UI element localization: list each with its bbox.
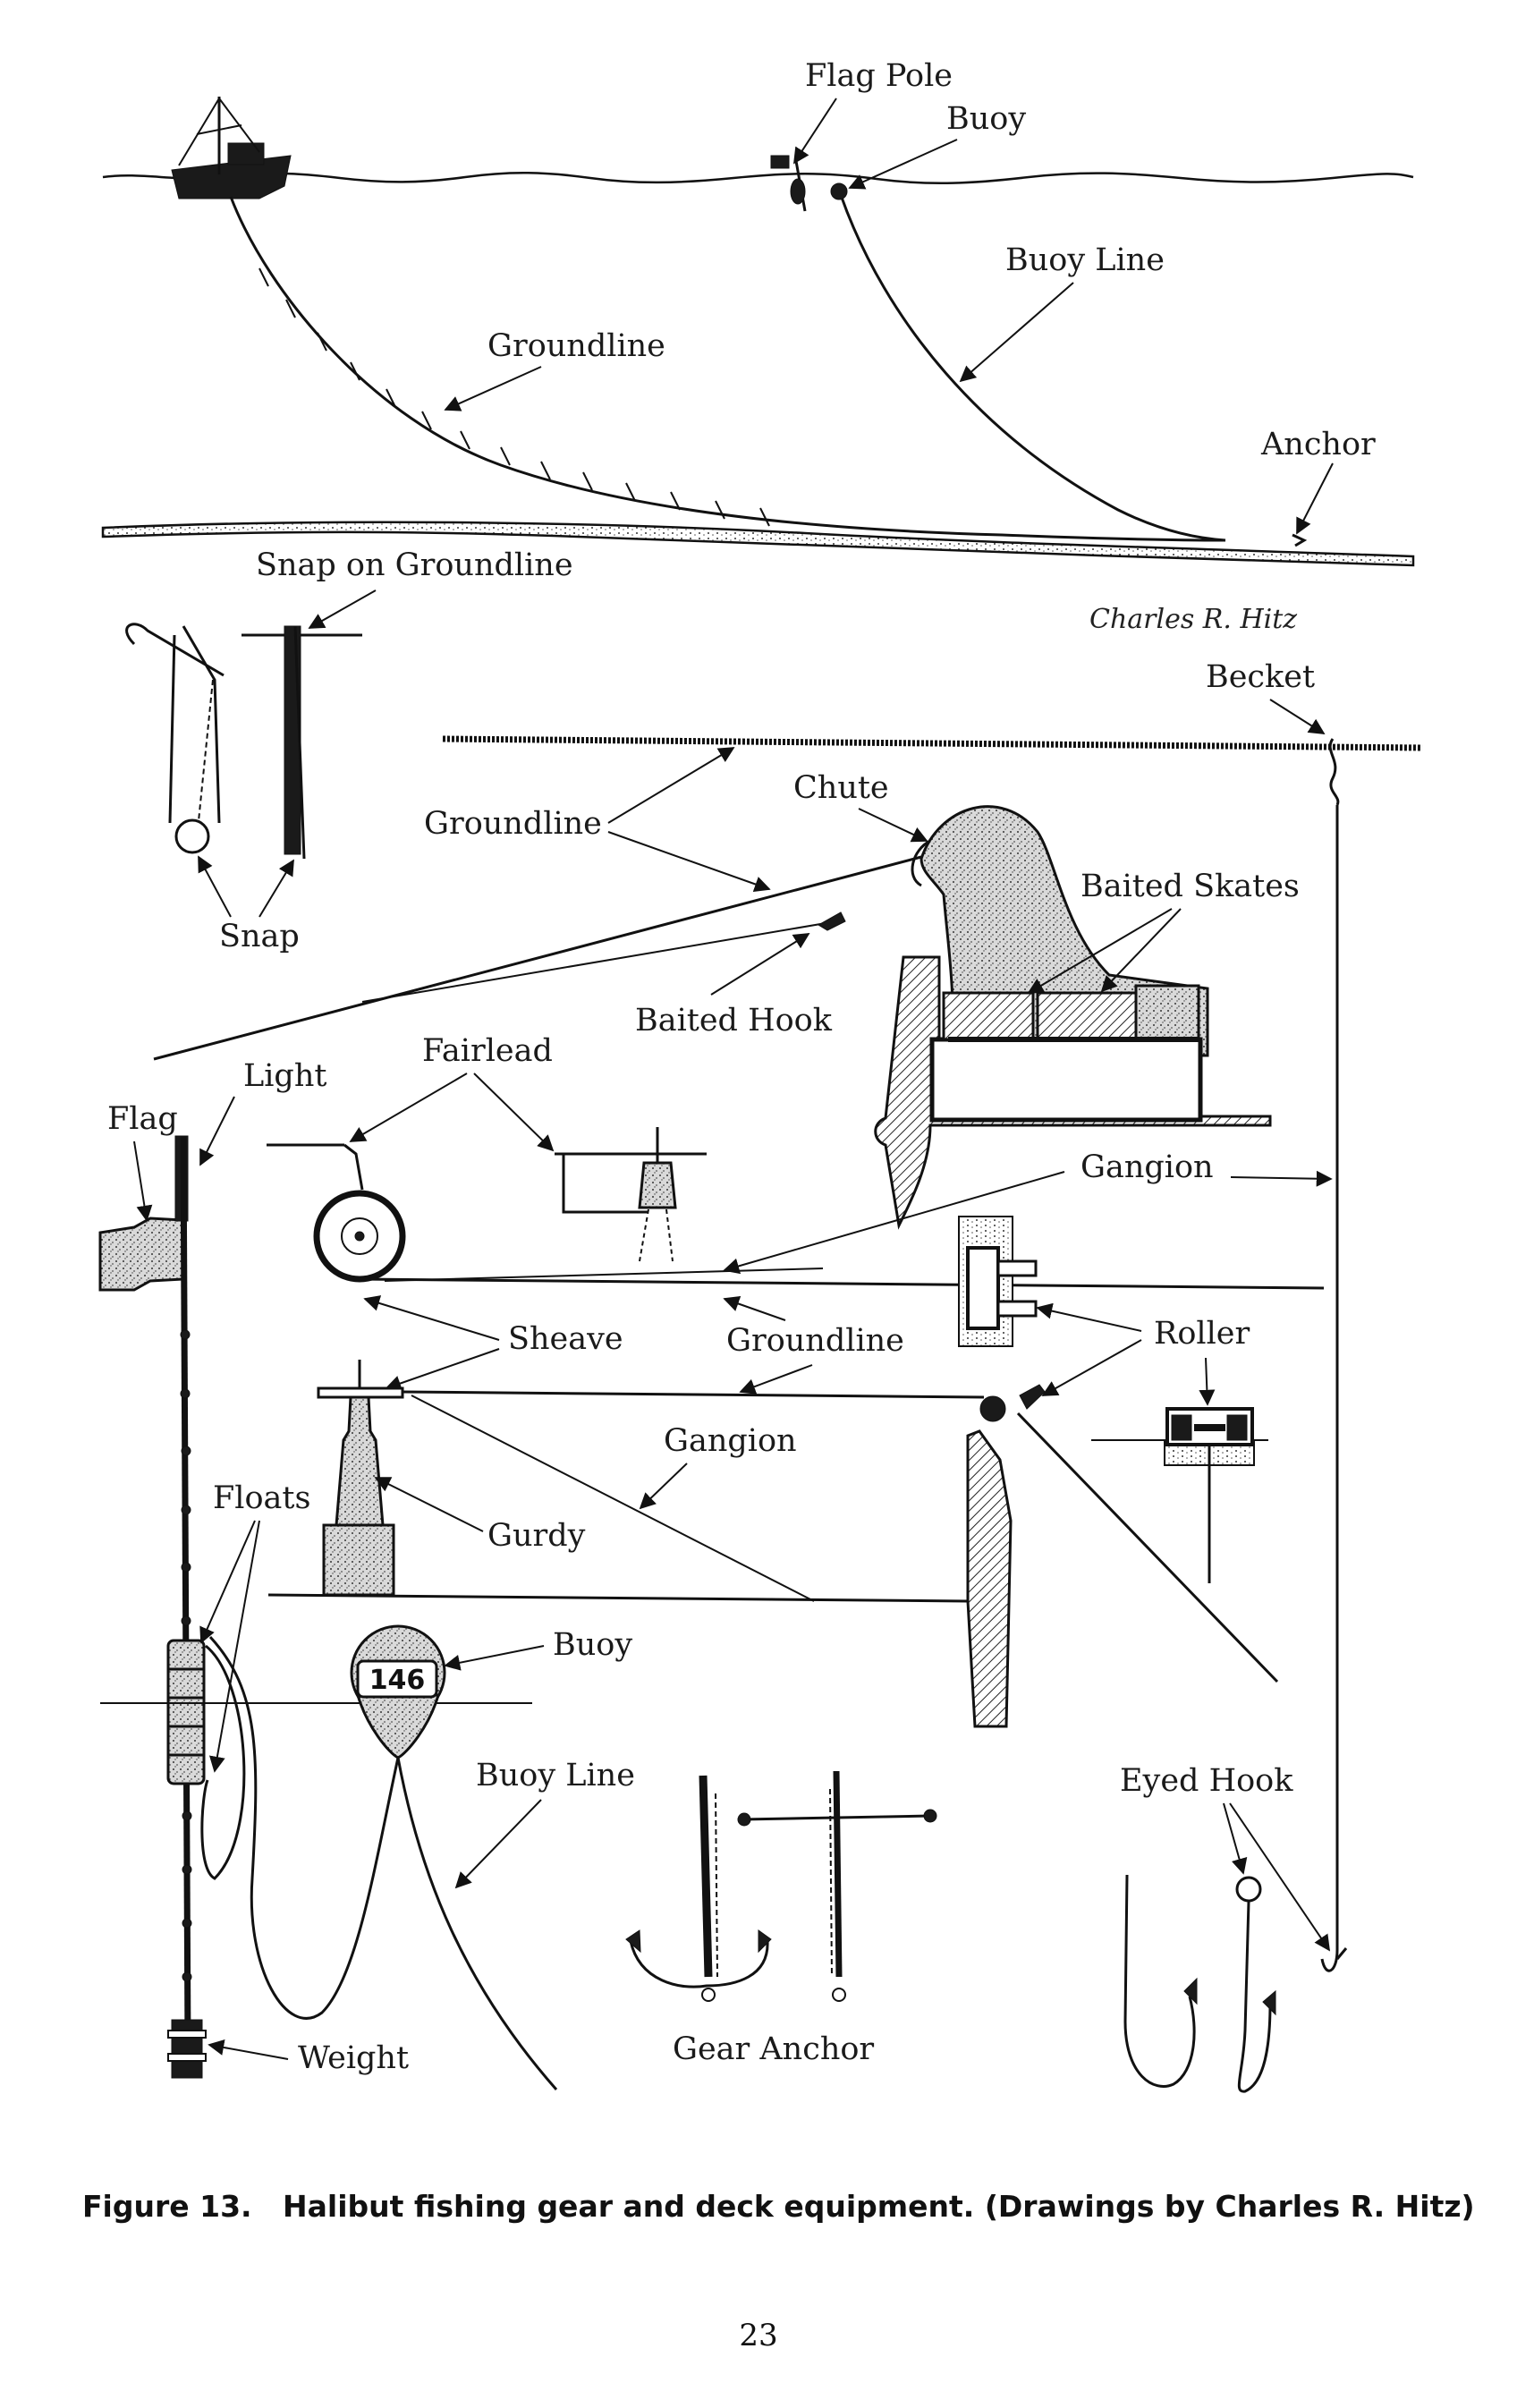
label-flag: Flag [107,1101,178,1137]
label-buoy-line-top: Buoy Line [1005,242,1165,278]
hooks: Eyed Hook [1120,1763,1331,2093]
fairlead [555,1127,707,1262]
label-baited-hook: Baited Hook [635,1003,833,1039]
marker-buoy: 146 Buoy Buoy Line [200,1624,635,2090]
figure-caption: Figure 13. Halibut fishing gear and deck… [82,2189,1475,2224]
label-floats: Floats [213,1480,310,1516]
label-fairlead: Fairlead [422,1033,553,1069]
roller-detail [1091,1407,1268,1583]
label-sheave: Sheave [508,1321,623,1357]
label-gangion-lower: Gangion [664,1423,797,1459]
floats [166,1639,206,1785]
snap-detail: Snap on Groundline Snap [125,547,573,954]
label-anchor: Anchor [1260,427,1376,462]
label-flag-pole: Flag Pole [805,58,953,94]
label-buoy-top: Buoy [946,101,1026,137]
label-chute: Chute [793,770,889,806]
groundline-curve [229,196,1226,542]
groundline-gangions [258,267,770,527]
sheave [267,1143,406,1283]
buoy-line-curve [839,194,1226,542]
surface-scene [101,97,1415,567]
chute-hull [874,955,1272,1230]
label-baited-skates: Baited Skates [1081,869,1300,904]
label-gangion-top: Gangion [1081,1149,1214,1185]
roller-bracket [958,1216,1038,1347]
label-weight: Weight [298,2040,409,2076]
top-labels: Flag Pole Buoy Buoy Line Groundline Anch… [444,58,1376,535]
page-number: 23 [739,2318,777,2353]
label-buoy-line-bottom: Buoy Line [476,1758,635,1793]
baited-hook-gangion [361,920,837,1003]
label-light: Light [243,1058,326,1094]
buoy-number: 146 [369,1665,426,1696]
sea-surface [102,172,1414,185]
label-snap: Snap [219,919,300,954]
label-snap-on-groundline: Snap on Groundline [256,547,573,583]
artist-signature: Charles R. Hitz [1089,604,1297,635]
label-groundline-top: Groundline [487,328,665,364]
chute-scene: Becket Chute Groundline [153,659,1423,1972]
fishing-boat [171,97,292,199]
surface-buoy-marker [770,155,848,212]
bottom-anchor-mark [1292,533,1308,547]
label-groundline-lower: Groundline [726,1323,904,1359]
label-roller: Roller [1154,1316,1250,1352]
groundline-rope [442,735,1423,751]
weight [167,2019,207,2079]
gurdy-hull [966,1429,1013,1728]
label-buoy-bottom: Buoy [553,1627,632,1663]
gurdy-scene: Gangion Gurdy [267,1360,1279,1728]
hauling-scene: Fairlead Light [199,1033,1333,1583]
baited-skates [942,984,1200,1041]
label-gurdy: Gurdy [487,1518,586,1554]
label-eyed-hook: Eyed Hook [1120,1763,1293,1799]
label-groundline-mid: Groundline [424,806,602,842]
label-becket: Becket [1206,659,1315,695]
flag-pole-assembly: Flag Floats [98,1101,532,2079]
label-gear-anchor: Gear Anchor [673,2031,874,2067]
pole-knots [180,1329,192,1982]
gurdy [322,1395,395,1597]
groundline-from-chute [153,855,922,1061]
gear-anchor: Gear Anchor [625,1770,937,2067]
sea-floor [101,521,1415,567]
